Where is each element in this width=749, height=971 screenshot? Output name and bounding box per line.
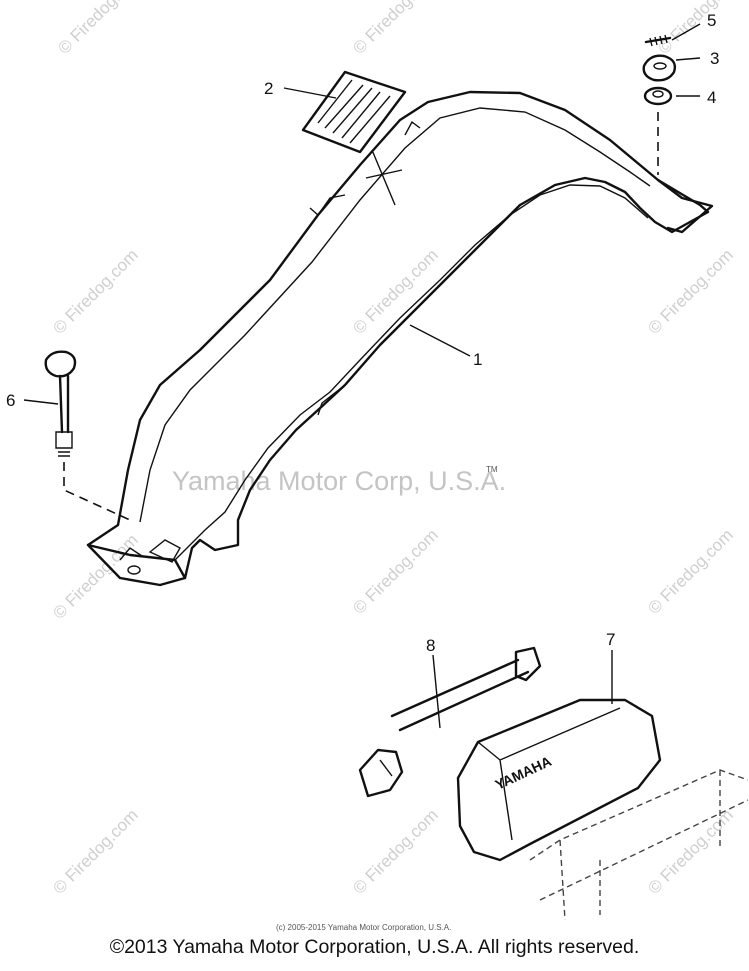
part-1-fender xyxy=(86,90,714,587)
part-8-tube xyxy=(358,646,542,798)
callout-5: 5 xyxy=(707,11,716,30)
copyright-footer: ©2013 Yamaha Motor Corporation, U.S.A. A… xyxy=(109,936,640,958)
small-copyright: (c) 2005-2015 Yamaha Motor Corporation, … xyxy=(276,923,451,932)
callout-1: 1 xyxy=(473,350,482,369)
rack-outline xyxy=(529,769,749,921)
watermark-text: © Firedog.com xyxy=(644,525,736,617)
callout-7: 7 xyxy=(606,630,615,649)
leader-lines xyxy=(23,23,701,729)
part-5-screw xyxy=(644,34,672,47)
part-7-tank: YAMAHA xyxy=(456,698,662,862)
trademark-mark: TM xyxy=(486,465,498,474)
watermark-text: © Firedog.com xyxy=(654,0,746,58)
callout-numbers: 1 2 3 4 5 6 7 8 xyxy=(6,11,719,655)
watermark-text: © Firedog.com xyxy=(49,805,141,897)
callout-8: 8 xyxy=(426,636,435,655)
callout-2: 2 xyxy=(264,79,273,98)
assembly-line xyxy=(63,462,131,521)
watermark-text: © Firedog.com xyxy=(644,805,736,897)
part-6-bolt xyxy=(44,350,77,457)
callout-6: 6 xyxy=(6,391,15,410)
watermark-text: © Firedog.com xyxy=(49,530,141,622)
center-watermark: Yamaha Motor Corp, U.S.A. xyxy=(172,466,506,496)
watermark-text: © Firedog.com xyxy=(49,245,141,337)
watermark-text: © Firedog.com xyxy=(349,525,441,617)
watermark-text: © Firedog.com xyxy=(349,805,441,897)
watermark-text: © Firedog.com xyxy=(644,245,736,337)
part-2-label-plate xyxy=(301,70,407,154)
callout-3: 3 xyxy=(710,49,719,68)
watermark-text: © Firedog.com xyxy=(349,0,441,58)
part-3-cap-nut xyxy=(642,54,677,82)
watermark-text: © Firedog.com xyxy=(54,0,146,58)
callout-4: 4 xyxy=(707,88,716,107)
part-4-washer xyxy=(643,86,673,106)
